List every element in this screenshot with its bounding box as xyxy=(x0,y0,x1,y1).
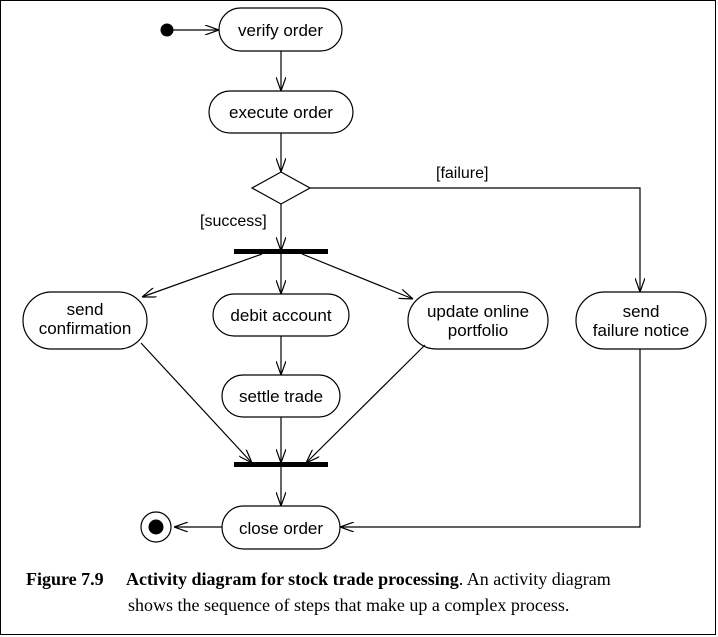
join-bar xyxy=(234,462,328,467)
svg-text:verify order: verify order xyxy=(238,21,323,40)
fork-bar xyxy=(234,249,328,254)
svg-text:failure notice: failure notice xyxy=(593,321,689,340)
guard-failure: [failure] xyxy=(436,165,488,182)
edge-send-confirmation-join xyxy=(140,342,252,463)
svg-text:confirmation: confirmation xyxy=(39,319,132,338)
svg-text:send: send xyxy=(623,302,660,321)
action-send-confirmation: send confirmation xyxy=(22,291,148,350)
svg-text:settle trade: settle trade xyxy=(239,387,323,406)
edge-failure xyxy=(310,187,640,292)
action-execute-order: execute order xyxy=(208,90,354,134)
action-send-failure-notice: send failure notice xyxy=(575,291,707,350)
action-debit-account: debit account xyxy=(212,293,350,337)
svg-text:send: send xyxy=(67,300,104,319)
action-close-order: close order xyxy=(221,505,341,550)
action-settle-trade: settle trade xyxy=(221,374,341,418)
caption-text-line1: . An activity diagram xyxy=(458,569,611,589)
action-verify-order: verify order xyxy=(218,7,343,52)
figure-caption: Figure 7.9 Activity diagram for stock tra… xyxy=(26,566,706,618)
svg-text:update online: update online xyxy=(427,302,529,321)
caption-title: Activity diagram for stock trade process… xyxy=(126,569,459,589)
svg-text:portfolio: portfolio xyxy=(448,321,508,340)
edge-fork-update-portfolio xyxy=(301,253,413,299)
action-update-online-portfolio: update online portfolio xyxy=(407,291,549,350)
caption-label: Figure 7.9 xyxy=(26,569,104,589)
svg-text:close order: close order xyxy=(239,519,323,538)
guard-success: [success] xyxy=(200,213,267,230)
svg-text:execute order: execute order xyxy=(229,103,333,122)
decision-node xyxy=(250,171,312,205)
initial-node xyxy=(160,23,174,37)
svg-text:debit account: debit account xyxy=(230,306,331,325)
edge-fork-send-confirmation xyxy=(142,253,263,297)
edge-update-portfolio-join xyxy=(306,344,426,463)
edge-failure-notice-close xyxy=(340,349,641,527)
final-node xyxy=(140,511,172,543)
activity-diagram: verify order execute order [failure] [su… xyxy=(22,7,707,550)
caption-text-line2: shows the sequence of steps that make up… xyxy=(128,595,570,615)
